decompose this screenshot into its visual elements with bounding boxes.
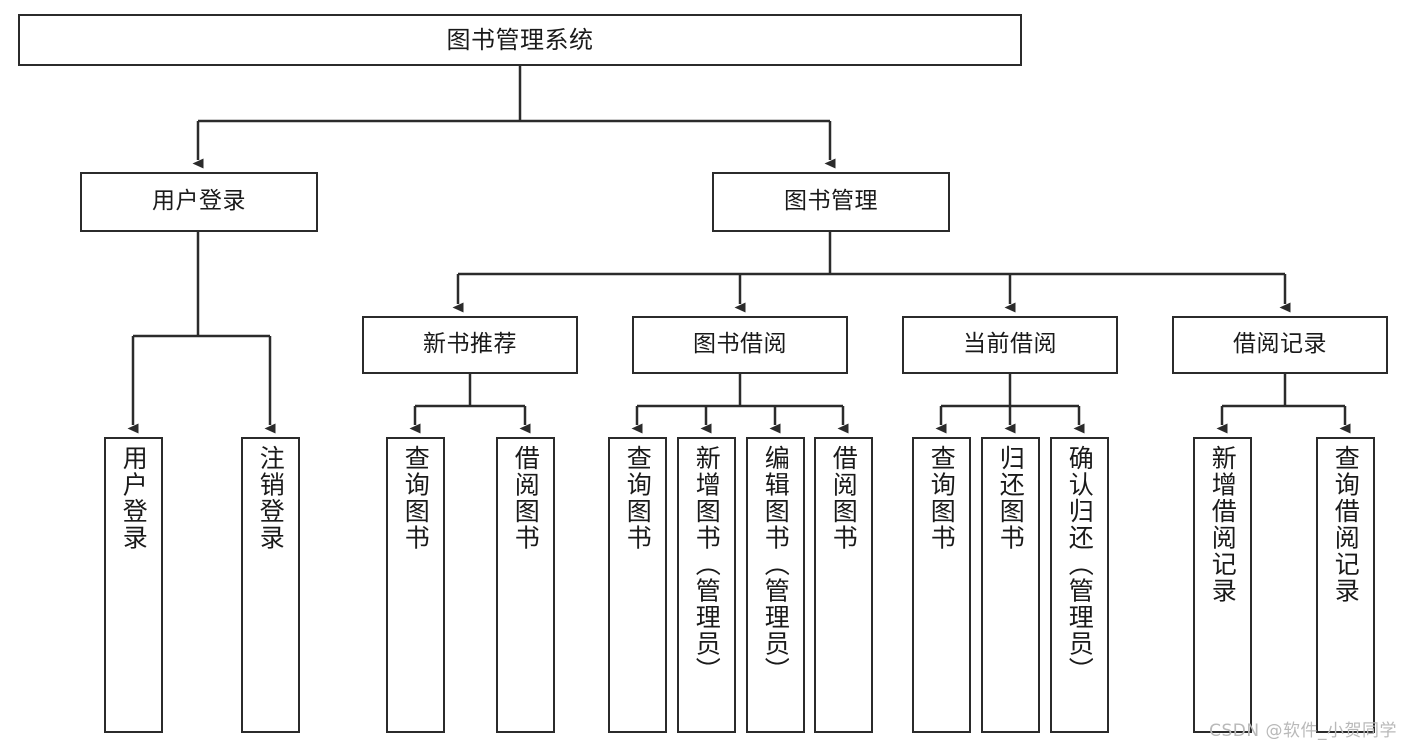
node-label: 新书推荐 [423,331,517,358]
leaf-query-borrow-record[interactable]: 查询借阅记录 [1316,437,1375,733]
leaf-edit-book[interactable]: 编辑图书（管理员） [746,437,805,733]
node-label: 借阅图书 [829,445,859,551]
csdn-watermark: CSDN @软件_小贺同学 [1209,721,1397,741]
node-book-borrow[interactable]: 图书借阅 [632,316,848,374]
node-label: 用户登录 [152,188,246,215]
leaf-borrow-book[interactable]: 借阅图书 [814,437,873,733]
leaf-return-book[interactable]: 归还图书 [981,437,1040,733]
node-label: 图书管理系统 [446,25,594,54]
node-current-borrow[interactable]: 当前借阅 [902,316,1118,374]
leaf-query-book-recommend[interactable]: 查询图书 [386,437,445,733]
leaf-query-book-borrow[interactable]: 查询图书 [608,437,667,733]
node-label: 当前借阅 [963,331,1057,358]
node-label: 查询图书 [401,445,431,551]
node-new-book-recommend[interactable]: 新书推荐 [362,316,578,374]
node-label: 用户登录 [119,445,149,551]
node-label: 归还图书 [996,445,1026,551]
node-book-management-system[interactable]: 图书管理系统 [18,14,1022,66]
node-label: 注销登录 [256,445,286,551]
leaf-borrow-book-recommend[interactable]: 借阅图书 [496,437,555,733]
node-label: 查询借阅记录 [1331,445,1361,604]
node-label: 图书借阅 [693,331,787,358]
node-user-login[interactable]: 用户登录 [80,172,318,232]
leaf-user-login[interactable]: 用户登录 [104,437,163,733]
node-borrow-record[interactable]: 借阅记录 [1172,316,1388,374]
node-label: 借阅图书 [511,445,541,551]
node-label: 新增借阅记录 [1208,445,1238,604]
leaf-query-book-current[interactable]: 查询图书 [912,437,971,733]
node-label: 查询图书 [623,445,653,551]
leaf-confirm-return[interactable]: 确认归还（管理员） [1050,437,1109,733]
node-label: 借阅记录 [1233,331,1327,358]
node-book-management[interactable]: 图书管理 [712,172,950,232]
node-label: 查询图书 [927,445,957,551]
leaf-add-borrow-record[interactable]: 新增借阅记录 [1193,437,1252,733]
leaf-user-logout[interactable]: 注销登录 [241,437,300,733]
node-label: 图书管理 [784,188,878,215]
node-label: 编辑图书（管理员） [761,445,791,684]
node-label: 确认归还（管理员） [1065,445,1095,684]
leaf-add-book[interactable]: 新增图书（管理员） [677,437,736,733]
node-label: 新增图书（管理员） [692,445,722,684]
